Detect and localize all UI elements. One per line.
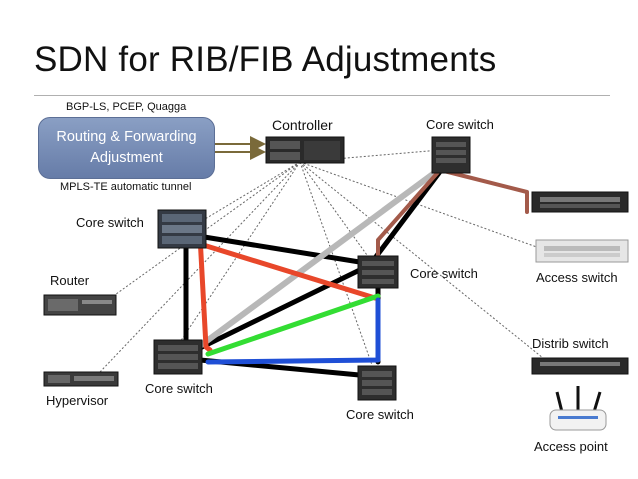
core-switch-upper-left-device — [157, 209, 207, 249]
label-core-upper-left: Core switch — [76, 215, 144, 230]
control-link-distrib-switch — [299, 161, 549, 363]
link-black-to-core-top-right — [369, 162, 448, 265]
hypervisor-device — [43, 371, 119, 387]
antenna-right — [592, 391, 602, 413]
routing-box-line1: Routing & Forwarding — [56, 129, 197, 145]
label-hypervisor: Hypervisor — [46, 393, 109, 408]
link-green — [205, 293, 381, 357]
label-core-top-right: Core switch — [426, 117, 494, 132]
label-core-middle: Core switch — [410, 266, 478, 281]
access-switch-device — [535, 239, 629, 263]
link-blue — [205, 297, 381, 365]
routing-bottom-caption: MPLS-TE automatic tunnel — [60, 181, 192, 193]
label-core-lower-left: Core switch — [145, 381, 213, 396]
controller-bay-2 — [270, 152, 300, 160]
label-controller: Controller — [272, 117, 333, 133]
distrib-switch-device — [531, 357, 629, 375]
link-black-upper — [195, 233, 375, 267]
core-switch-bottom-device — [357, 365, 397, 401]
core-switch-middle-device — [357, 255, 399, 289]
label-distrib-switch: Distrib switch — [532, 336, 609, 351]
router-device — [43, 294, 117, 316]
access-point-device — [549, 386, 607, 431]
controller-bay-1 — [270, 141, 300, 149]
label-core-bottom: Core switch — [346, 407, 414, 422]
control-arrows — [214, 136, 266, 160]
control-link-access-switch — [299, 161, 546, 251]
antenna-left — [555, 391, 564, 413]
link-brown — [376, 168, 529, 264]
link-red-vertical — [197, 233, 213, 353]
link-red-diagonal — [197, 241, 378, 301]
upper-access-switch-device — [531, 191, 629, 213]
core-switch-lower-left-device — [153, 339, 203, 375]
label-access-switch: Access switch — [536, 270, 618, 285]
access-point-body — [549, 409, 607, 431]
control-link-core-upper-left — [199, 161, 301, 223]
page-title: SDN for RIB/FIB Adjustments — [34, 40, 497, 79]
label-router: Router — [50, 273, 90, 288]
control-link-core-middle — [299, 161, 373, 263]
label-access-point: Access point — [534, 439, 608, 454]
controller-panel — [304, 141, 340, 160]
routing-forwarding-box: Routing & Forwarding Adjustment — [38, 117, 215, 179]
link-black-middle — [197, 261, 375, 351]
core-switch-top-right-device — [431, 136, 471, 174]
title-divider — [34, 95, 610, 96]
link-gray-diagonal — [197, 162, 448, 349]
control-link-core-top-right — [299, 149, 441, 163]
routing-top-caption: BGP-LS, PCEP, Quagga — [66, 101, 187, 113]
routing-box-line2: Adjustment — [90, 150, 163, 166]
controller-device — [265, 136, 345, 164]
